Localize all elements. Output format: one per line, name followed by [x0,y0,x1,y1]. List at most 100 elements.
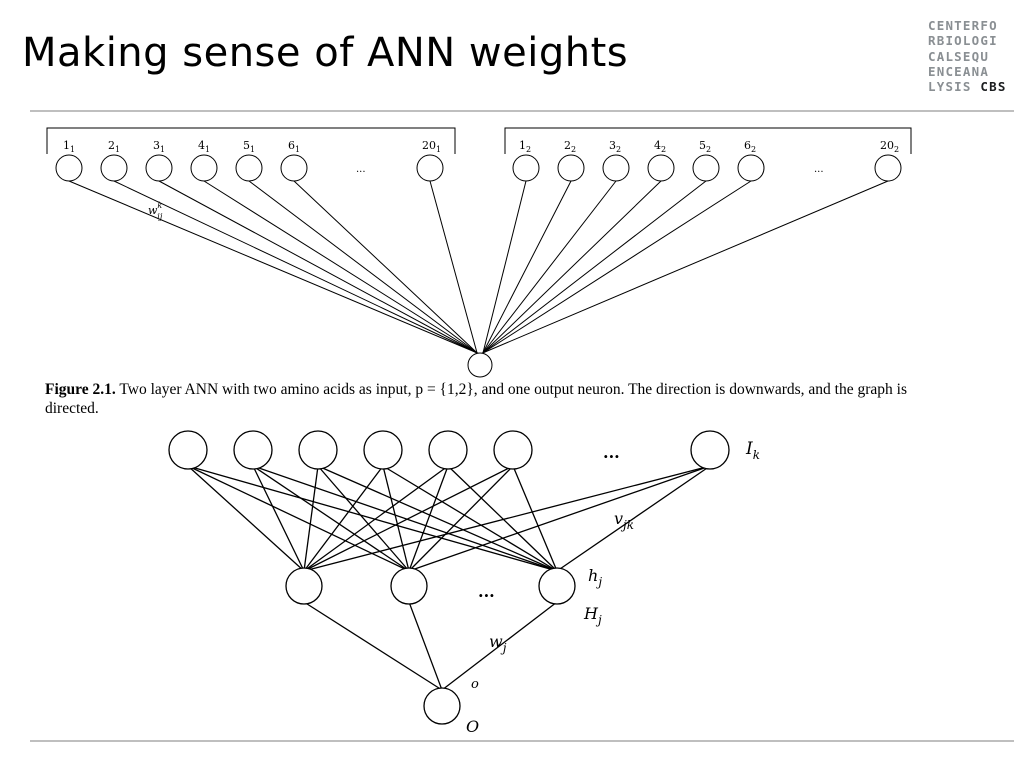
figure-2-edges [187,465,711,691]
fig1-input-node [145,154,173,182]
g2-ellipsis: ... [814,164,824,175]
fig2-input-hidden-edge [408,465,514,572]
figure-caption: Figure 2.1. Two layer ANN with two amino… [45,380,915,418]
caption-text: Two layer ANN with two amino acids as in… [45,381,907,417]
figure-1-diagram [46,127,912,378]
g1-node-label-1: 11 [63,139,75,154]
fig1-input-node [55,154,83,182]
fig2-input-hidden-edge [408,465,449,572]
fig2-hidden-output-edge [303,601,443,691]
fig2-input-hidden-edge [252,465,410,572]
fig1-input-node [647,154,675,182]
fig2-input-node [168,430,208,470]
fig2-hidden-node [538,567,576,605]
g1-node-label-3: 31 [153,139,165,154]
fig1-input-node [692,154,720,182]
figure-1-edges [68,180,889,355]
fig1-input-node [602,154,630,182]
output-label-O: O [466,717,479,736]
logo-line-2: RBIOLOGI [928,33,998,49]
fig1-input-node [280,154,308,182]
g1-ellipsis: ... [356,164,366,175]
fig1-edge [482,180,527,355]
fig1-edge [481,180,617,355]
g1-node-label-2: 21 [108,139,120,154]
fig2-input-node [428,430,468,470]
logo-lysis: LYSIS [928,79,972,95]
cbs-logo: CENTERFO RBIOLOGI CALSEQU ENCEANA LYSIS … [928,18,1018,94]
figure-1-nodes [55,154,902,378]
fig2-input-hidden-edge [187,465,305,572]
fig1-edge [293,180,479,355]
caption-lead: Figure 2.1. [45,381,116,398]
fig2-input-hidden-edge [252,465,558,572]
fig1-output-node [467,352,493,378]
group2-bracket [504,127,912,154]
g1-node-label-20: 201 [422,139,441,154]
fig2-hidden-output-edge [408,601,443,691]
fig2-hidden-output-edge [441,601,558,691]
fig2-input-node [493,430,533,470]
bottom-divider [30,740,1014,742]
fig1-edge [203,180,480,355]
logo-cbs: CBS [980,79,1007,95]
fig2-hidden-node [285,567,323,605]
weight-label-vjk: vjk [614,509,634,532]
input-ellipsis: ... [603,443,620,462]
fig1-edge [480,180,889,355]
figure-2-labels: ... ... Ik vjk hj Hj wj o O [466,439,760,736]
fig2-input-hidden-edge [303,465,449,572]
weight-label-wj: wj [489,632,507,655]
g2-node-label-2: 22 [564,139,576,154]
input-layer-label-ik: Ik [745,439,760,462]
fig1-edge [68,180,480,355]
fig2-input-hidden-edge [303,465,514,572]
fig2-input-hidden-edge [252,465,305,572]
g1-node-label-6: 61 [288,139,300,154]
fig2-input-hidden-edge [382,465,558,572]
fig2-input-hidden-edge [303,465,319,572]
g2-node-label-4: 42 [654,139,666,154]
fig2-input-hidden-edge [556,465,711,572]
g2-node-label-1: 12 [519,139,531,154]
fig2-input-node [690,430,730,470]
fig1-input-node [874,154,902,182]
fig2-input-hidden-edge [317,465,558,572]
logo-line-3: CALSEQU [928,48,990,64]
fig2-input-node [363,430,403,470]
fig1-input-node [737,154,765,182]
fig1-input-node [557,154,585,182]
fig1-edge [481,180,707,355]
figure-2-diagram [168,430,730,725]
fig2-input-hidden-edge [447,465,558,572]
figure-2-nodes [168,430,730,725]
logo-line-5: LYSIS CBS [928,79,1018,94]
fig1-edge [158,180,480,355]
fig2-output-node [423,687,461,725]
fig1-edge [113,180,480,355]
g2-node-label-20: 202 [880,139,899,154]
fig2-input-hidden-edge [512,465,558,572]
logo-line-1: CENTERFO [928,18,998,33]
fig1-input-node [100,154,128,182]
g2-node-label-3: 32 [609,139,621,154]
figure-1-labels: 11 21 31 41 51 61 201 ... 12 22 32 42 52… [63,139,899,221]
slide-title: Making sense of ANN weights [22,30,629,76]
logo-line-4: ENCEANA [928,63,990,79]
g2-node-label-5: 52 [699,139,711,154]
fig2-input-hidden-edge [382,465,410,572]
fig1-input-node [416,154,444,182]
fig2-input-hidden-edge [317,465,410,572]
g1-node-label-5: 51 [243,139,255,154]
output-input-label-o: o [471,677,479,692]
fig1-edge [481,180,662,355]
fig2-input-hidden-edge [303,465,384,572]
fig2-input-node [233,430,273,470]
fig2-hidden-node [390,567,428,605]
g2-node-label-6: 62 [744,139,756,154]
fig1-edge [481,180,572,355]
fig1-edge [480,180,752,355]
fig1-input-node [190,154,218,182]
